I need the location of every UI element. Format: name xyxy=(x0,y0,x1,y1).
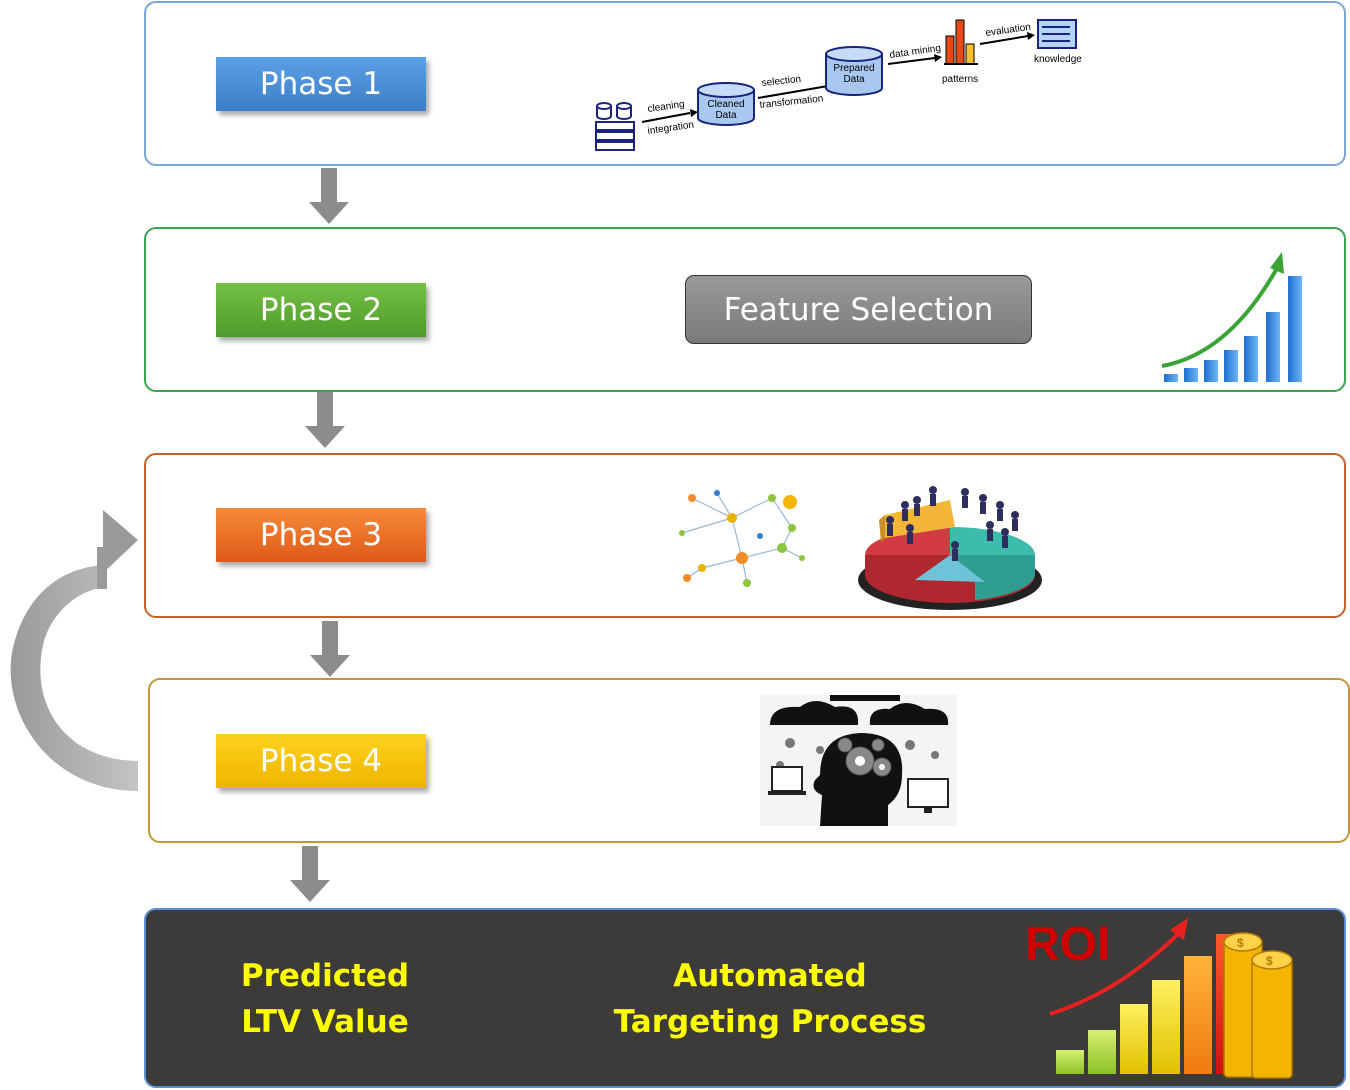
feature-selection-box: Feature Selection xyxy=(685,275,1032,344)
knowledge-icon xyxy=(1037,19,1077,49)
down-arrow-icon xyxy=(290,846,330,902)
cleaned-data-cylinder: Cleaned Data xyxy=(697,82,755,126)
integration-label: integration xyxy=(647,120,695,137)
svg-text:$: $ xyxy=(1266,954,1273,968)
coin-stack-icon xyxy=(1223,932,1293,1079)
customer-segmentation-pie-icon xyxy=(858,486,1042,610)
feedback-loop-arrow-icon xyxy=(10,510,138,791)
down-arrow-icon xyxy=(305,392,345,448)
predicted-ltv-text: Predicted LTV Value xyxy=(240,958,410,1040)
network-graph-icon xyxy=(679,490,805,587)
phase-3-button[interactable]: Phase 3 xyxy=(216,508,426,562)
roi-label: ROI xyxy=(1025,918,1110,971)
prepared-data-cylinder: Prepared Data xyxy=(825,46,883,96)
down-arrow-icon xyxy=(309,168,349,224)
cleaning-label: cleaning xyxy=(647,99,685,115)
svg-text:Cleaned: Cleaned xyxy=(707,99,744,110)
svg-text:Prepared: Prepared xyxy=(833,63,874,74)
raw-data-icon xyxy=(595,102,635,151)
svg-text:Data: Data xyxy=(715,110,737,121)
svg-text:Data: Data xyxy=(843,74,865,85)
selection-label: selection xyxy=(761,74,801,89)
svg-text:$: $ xyxy=(1237,936,1244,950)
phase-1-button[interactable]: Phase 1 xyxy=(216,57,426,111)
ai-brain-network-icon xyxy=(760,695,957,826)
down-arrow-icon xyxy=(310,621,350,677)
roi-growth-coins-icon: ROI $ $ xyxy=(1025,918,1293,1079)
growth-bar-chart-icon xyxy=(1161,252,1302,382)
phase-4-button[interactable]: Phase 4 xyxy=(216,734,426,788)
kdd-process-diagram: cleaning integration Cleaned Data select… xyxy=(595,19,1082,151)
patterns-label: patterns xyxy=(942,74,978,85)
knowledge-label: knowledge xyxy=(1034,54,1082,65)
automated-targeting-text: Automated Targeting Process xyxy=(613,958,927,1040)
patterns-bar-icon xyxy=(944,19,978,65)
phase-2-button[interactable]: Phase 2 xyxy=(216,283,426,337)
